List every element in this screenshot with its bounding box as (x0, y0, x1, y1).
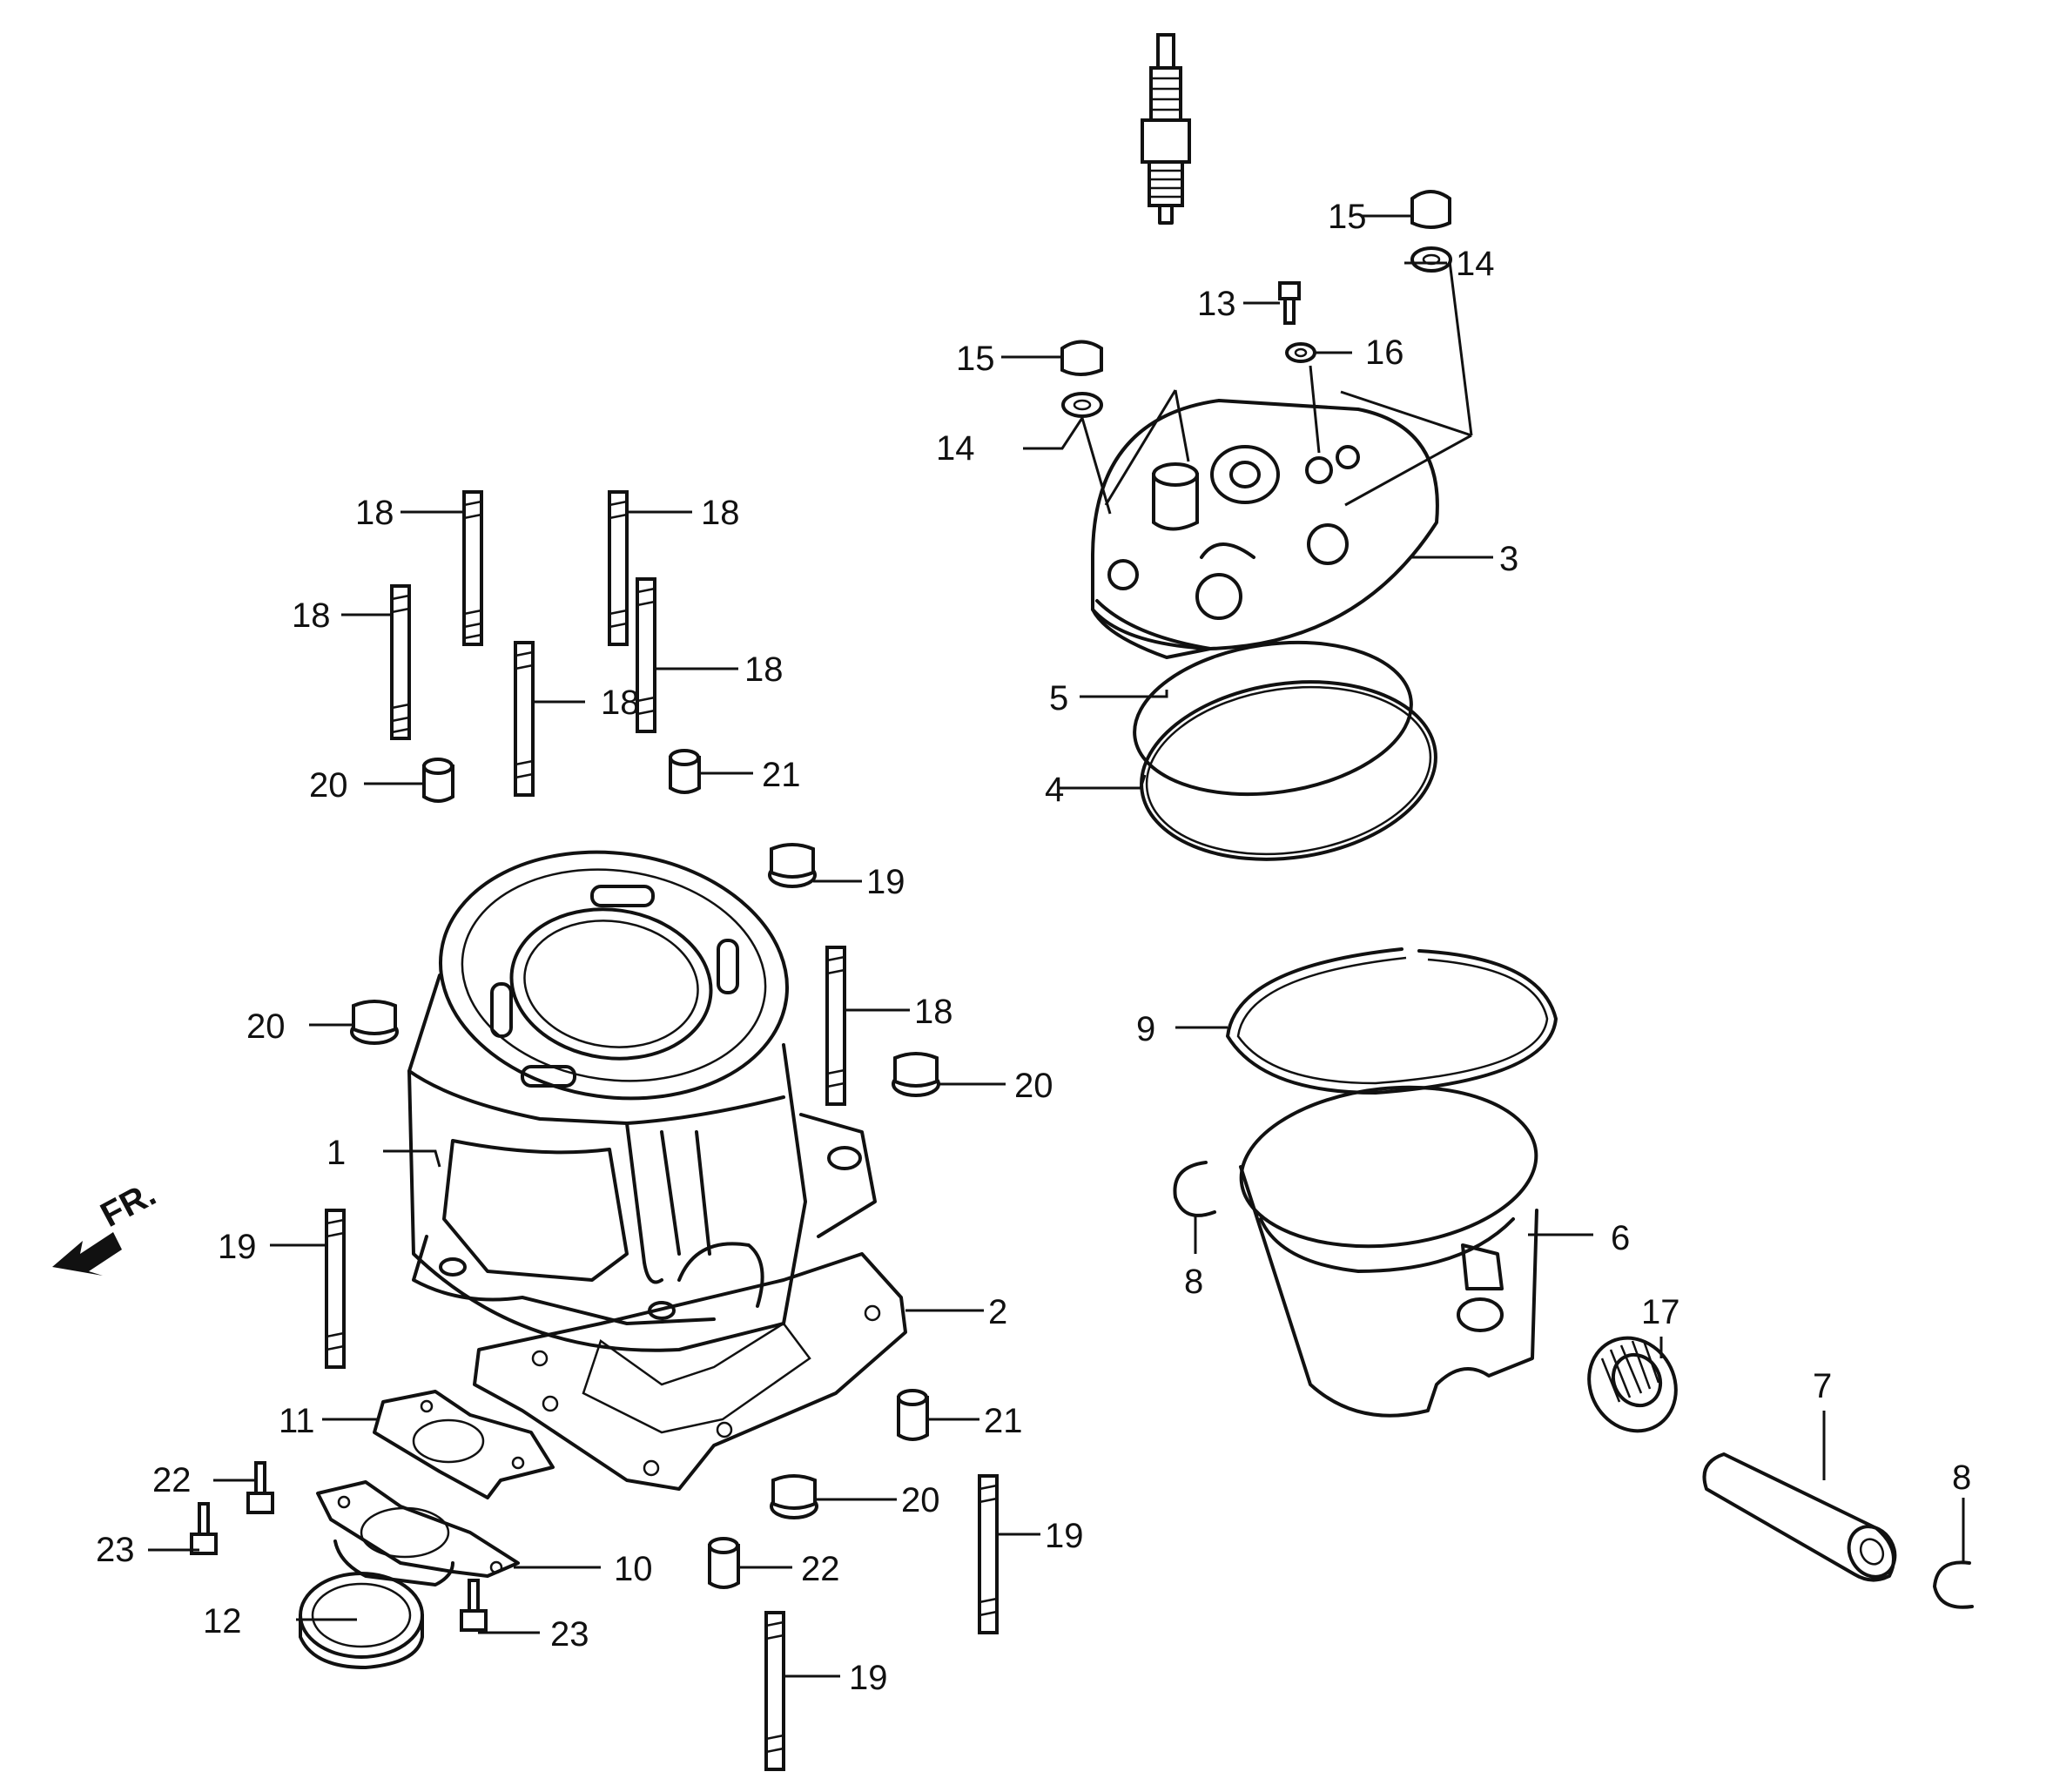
cylinder-base-gasket (473, 1252, 907, 1491)
spark-plug (1141, 33, 1191, 225)
stud-bolt-18-b (390, 584, 411, 740)
piston (1239, 1085, 1538, 1418)
stud-bolt-18-c (608, 490, 629, 646)
callout-label: 9 (1136, 1010, 1155, 1048)
callout-label: 14 (1456, 245, 1495, 283)
callout-label: 5 (1049, 679, 1068, 717)
callout-label: 18 (744, 650, 784, 689)
callout-label: 11 (279, 1402, 315, 1440)
flange-nut-20-b (350, 1000, 399, 1045)
callout-label: 22 (152, 1461, 192, 1499)
dowel-pin-22-top (897, 1389, 929, 1441)
callout-label: 3 (1499, 540, 1518, 578)
exhaust-flange-10 (316, 1480, 520, 1587)
bolt-23-b (190, 1502, 218, 1555)
callout-label: 20 (309, 766, 348, 805)
callout-label: 19 (866, 863, 905, 901)
callout-label: 16 (1365, 333, 1404, 372)
callout-label: 13 (1197, 285, 1236, 323)
washer-14-left (1061, 392, 1103, 418)
dowel-pin-21-left (422, 758, 454, 803)
stud-bolt-18-d (636, 577, 656, 733)
callout-label: 12 (203, 1602, 242, 1640)
callout-label: 22 (801, 1550, 840, 1588)
callout-label: 20 (901, 1481, 940, 1519)
callout-label: 6 (1611, 1219, 1630, 1257)
needle-bearing (1587, 1336, 1678, 1433)
bolt-13 (1278, 281, 1301, 325)
callout-label: 10 (614, 1550, 653, 1588)
dowel-pin-22-bottom (708, 1537, 740, 1589)
flange-nut-20-c (892, 1052, 940, 1097)
stud-bolt-19-b (325, 1209, 346, 1369)
washer-16 (1285, 342, 1316, 363)
callout-label: 19 (1045, 1517, 1084, 1555)
piston-pin-clip-right (1933, 1560, 1974, 1609)
stud-bolt-18-a (462, 490, 483, 646)
callout-label: 23 (96, 1531, 135, 1569)
leader-lines (148, 214, 1965, 1678)
callout-label: 19 (849, 1659, 888, 1697)
piston-pin-clip-left (1173, 1161, 1216, 1217)
callout-label: 19 (218, 1228, 257, 1266)
callout-label: 21 (984, 1402, 1023, 1440)
exhaust-gasket-11 (373, 1390, 555, 1499)
callout-label: 8 (1184, 1263, 1203, 1301)
stud-bolt-18-e (514, 641, 535, 797)
callout-label: 20 (1014, 1067, 1053, 1105)
front-direction-label: FR. (95, 1175, 163, 1235)
exhaust-seal-12 (299, 1572, 424, 1669)
callout-label: 17 (1641, 1293, 1680, 1331)
callout-label: 15 (956, 340, 995, 378)
callout-label: 18 (914, 993, 953, 1031)
callout-label: 15 (1328, 198, 1367, 236)
cap-nut-15-right (1410, 190, 1451, 229)
callout-label: 4 (1045, 771, 1064, 809)
flange-nut-20-d (770, 1474, 818, 1519)
callout-label: 21 (762, 756, 801, 794)
stud-bolt-19-d (764, 1611, 785, 1771)
callout-label: 1 (326, 1134, 346, 1172)
callout-label: 18 (701, 494, 740, 532)
bolt-23-c (460, 1579, 488, 1632)
cylinder (407, 850, 877, 1352)
callout-label: 8 (1952, 1459, 1971, 1497)
washer-14-right (1410, 246, 1452, 273)
piston-pin (1702, 1452, 1897, 1582)
stud-bolt-19-a (825, 946, 846, 1106)
callout-label: 20 (246, 1007, 286, 1046)
callout-label: 18 (292, 596, 331, 635)
cap-nut-15-left (1060, 340, 1103, 376)
cylinder-head (1091, 399, 1439, 659)
piston-ring (1226, 947, 1558, 1095)
bolt-23-a (246, 1461, 274, 1514)
dowel-pin-21-right (669, 749, 701, 794)
callout-label: 7 (1813, 1367, 1832, 1405)
callout-label: 23 (550, 1615, 589, 1654)
stud-bolt-19-c (978, 1474, 999, 1634)
callout-label: 14 (936, 429, 975, 468)
callout-label: 18 (601, 684, 640, 722)
front-direction-arrow: FR. (52, 1175, 162, 1276)
callout-label: 2 (988, 1293, 1007, 1331)
callout-label: 18 (355, 494, 394, 532)
callout-labels: 1 2 3 4 5 6 7 8 8 9 10 11 12 13 14 14 15… (96, 198, 1971, 1697)
head-o-ring-5 (1133, 640, 1413, 797)
head-o-ring-4 (1140, 680, 1437, 861)
flange-nut-20-a (768, 843, 817, 888)
